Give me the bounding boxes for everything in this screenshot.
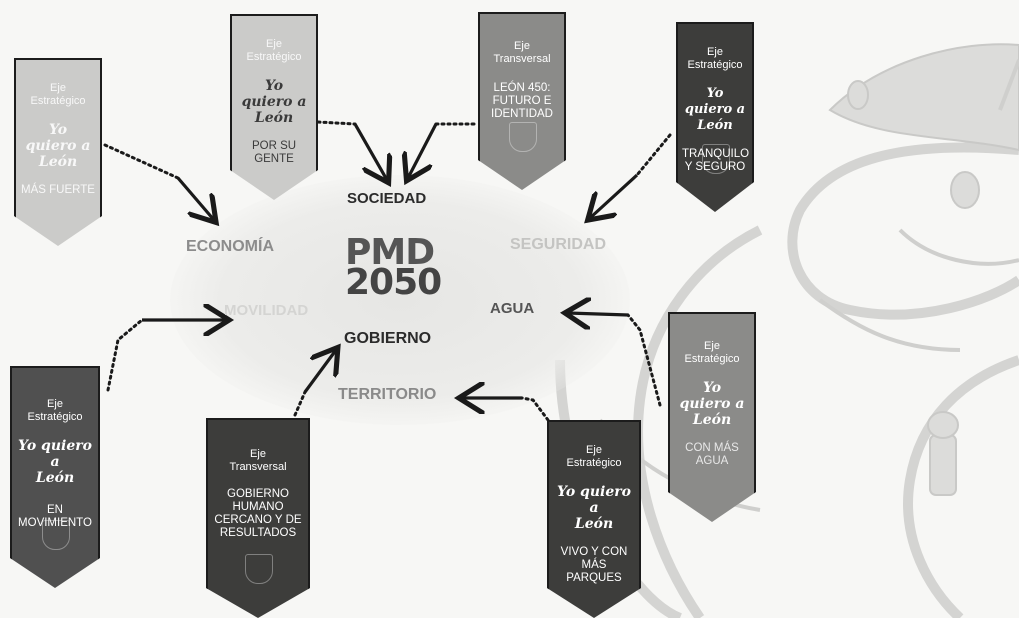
banner-title: LEÓN 450: FUTURO E IDENTIDAD <box>491 82 553 120</box>
banner-head-2: Transversal <box>493 53 551 65</box>
banner-slogan-1: Yo quiero a <box>679 380 745 412</box>
banner-slogan-1: Yo quiero a <box>25 122 91 154</box>
banner-head-1: Eje <box>250 448 266 460</box>
node-agua: AGUA <box>490 300 534 318</box>
dotted-connector-mas-fuerte <box>103 143 180 180</box>
center-halo <box>170 175 630 425</box>
arrow-to-sociedad-right <box>408 123 438 178</box>
banner-title: EN MOVIMIENTO <box>18 504 92 529</box>
banner-head-2: Estratégico <box>687 59 743 71</box>
shield-icon <box>42 520 70 550</box>
banner-slogan-1: Yo quiero a <box>18 438 92 470</box>
banner-head-2: Estratégico <box>27 411 83 423</box>
node-economia: ECONOMÍA <box>186 238 274 257</box>
dotted-connector-gobierno-humano <box>293 390 307 417</box>
node-seguridad-label: SEGURIDAD <box>510 236 607 253</box>
banner-head-2: Estratégico <box>246 51 302 63</box>
banner-head-2: Estratégico <box>566 457 622 469</box>
pmd-logo-line1: PMD <box>345 232 435 273</box>
banner-slogan-2: León <box>692 412 732 428</box>
banner-head-1: Eje <box>586 444 602 456</box>
node-sociedad: SOCIEDAD <box>347 190 426 208</box>
shield-icon <box>702 144 730 174</box>
dotted-connector-con-mas-agua <box>626 313 662 407</box>
banner-head-1: Eje <box>514 40 530 52</box>
banner-head-1: Eje <box>704 340 720 352</box>
banner-head-1: Eje <box>50 82 66 94</box>
node-seguridad: SEGURIDAD <box>510 236 606 255</box>
banner-title: POR SU GENTE <box>251 140 297 165</box>
banner-slogan-1: Yo quiero a <box>684 86 746 117</box>
banner-slogan-2: León <box>254 110 294 126</box>
banner-title: GOBIERNO HUMANO CERCANO Y DE RESULTADOS <box>214 488 302 539</box>
banner-head-2: Estratégico <box>684 353 740 365</box>
node-movilidad: MOVILIDAD <box>224 302 308 320</box>
banner-slogan-2: León <box>697 118 733 133</box>
banner-slogan-2: León <box>38 154 78 170</box>
dotted-connector-vivo-parques <box>520 396 550 422</box>
banner-head-1: Eje <box>707 46 723 58</box>
shield-icon <box>245 554 273 584</box>
banner-title: MÁS FUERTE <box>21 184 95 196</box>
dotted-connector-tranquilo <box>635 133 672 177</box>
banner-slogan-2: León <box>574 516 614 532</box>
banner-title: TRANQUILO Y SEGURO <box>682 148 750 173</box>
pmd-logo-line2: 2050 <box>345 262 442 303</box>
dotted-connector-por-su-gente <box>316 120 357 126</box>
node-gobierno-label: GOBIERNO <box>344 330 432 347</box>
arrow-to-seguridad <box>590 173 639 218</box>
node-movilidad-label: MOVILIDAD <box>224 302 309 319</box>
arrow-to-sociedad-left <box>353 123 387 180</box>
node-sociedad-label: SOCIEDAD <box>347 190 427 207</box>
arrow-to-gobierno <box>303 350 336 393</box>
banner-slogan-1: Yo quiero a <box>241 78 307 110</box>
node-economia-label: ECONOMÍA <box>186 238 274 255</box>
banner-head-2: Estratégico <box>30 95 86 107</box>
banner-title: CON MÁS AGUA <box>685 442 739 467</box>
banner-head-1: Eje <box>266 38 282 50</box>
arrow-to-economia <box>176 176 214 220</box>
shield-icon <box>509 122 537 152</box>
arrow-to-agua <box>568 313 629 315</box>
banner-head-2: Transversal <box>229 461 287 473</box>
node-territorio: TERRITORIO <box>338 386 436 405</box>
banner-head-1: Eje <box>47 398 63 410</box>
dotted-connector-en-movimiento <box>106 318 144 392</box>
pmd-2050-logo: PMD 2050 <box>345 232 442 303</box>
node-territorio-label: TERRITORIO <box>338 386 437 403</box>
node-gobierno: GOBIERNO <box>344 330 431 349</box>
banner-slogan-1: Yo quiero a <box>557 484 631 516</box>
banner-slogan-2: León <box>35 470 75 486</box>
banner-title: VIVO Y CON MÁS PARQUES <box>560 546 628 584</box>
node-agua-label: AGUA <box>490 300 535 317</box>
